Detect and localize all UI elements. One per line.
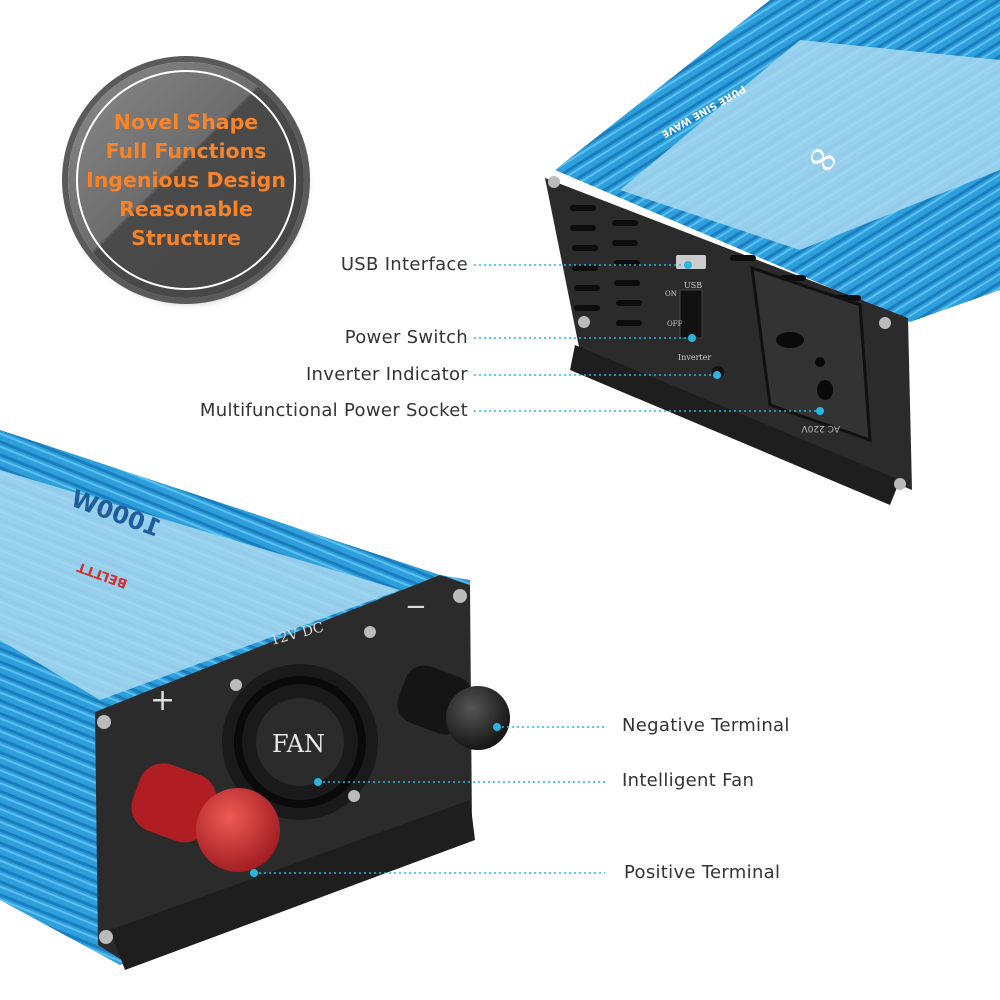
off-text: OFF — [667, 320, 683, 328]
callout-power-socket: Multifunctional Power Socket — [199, 400, 468, 421]
bottom-label-panel — [0, 470, 400, 700]
top-inverter: ∞ PURE SINE WAVE USB ON OFF Inverter AC … — [545, 0, 1000, 505]
bottom-inverter: 1000W BELTTT 12V DC + − FAN — [0, 430, 510, 970]
callout-intelligent-fan: Intelligent Fan — [622, 770, 755, 791]
badge-line: Ingenious Design — [86, 167, 286, 192]
fan-text: FAN — [272, 730, 325, 758]
top-label-panel — [620, 40, 1000, 250]
usb-text: USB — [684, 281, 702, 290]
negative-terminal — [397, 665, 510, 750]
on-text: ON — [665, 290, 677, 298]
callout-power-switch: Power Switch — [344, 327, 468, 348]
callout-lines — [254, 264, 820, 874]
indicator-text: Inverter — [678, 353, 711, 362]
positive-terminal — [131, 763, 280, 872]
fan: FAN — [222, 664, 378, 820]
minus-sign: − — [405, 592, 427, 622]
callout-dots — [250, 261, 824, 877]
badge-line: Structure — [131, 225, 241, 250]
callout-positive-terminal: Positive Terminal — [624, 862, 781, 883]
power-switch[interactable] — [679, 289, 703, 339]
socket-text: AC 220V — [801, 423, 840, 433]
usb-port[interactable] — [676, 255, 706, 269]
feature-badge: Novel Shape Full Functions Ingenious Des… — [68, 62, 304, 298]
callout-negative-terminal: Negative Terminal — [622, 715, 790, 736]
callout-inverter-indicator: Inverter Indicator — [305, 364, 468, 385]
callout-usb-interface: USB Interface — [340, 254, 468, 275]
power-socket[interactable] — [750, 265, 872, 443]
vent-slots — [570, 205, 861, 326]
badge-line: Full Functions — [105, 138, 267, 163]
badge-line: Reasonable — [119, 196, 253, 221]
screws — [97, 589, 467, 944]
plus-sign: + — [150, 683, 175, 718]
screws — [548, 176, 906, 490]
badge-line: Novel Shape — [113, 109, 259, 134]
bottom-mount-flange — [110, 800, 475, 970]
top-mount-flange — [570, 345, 900, 505]
